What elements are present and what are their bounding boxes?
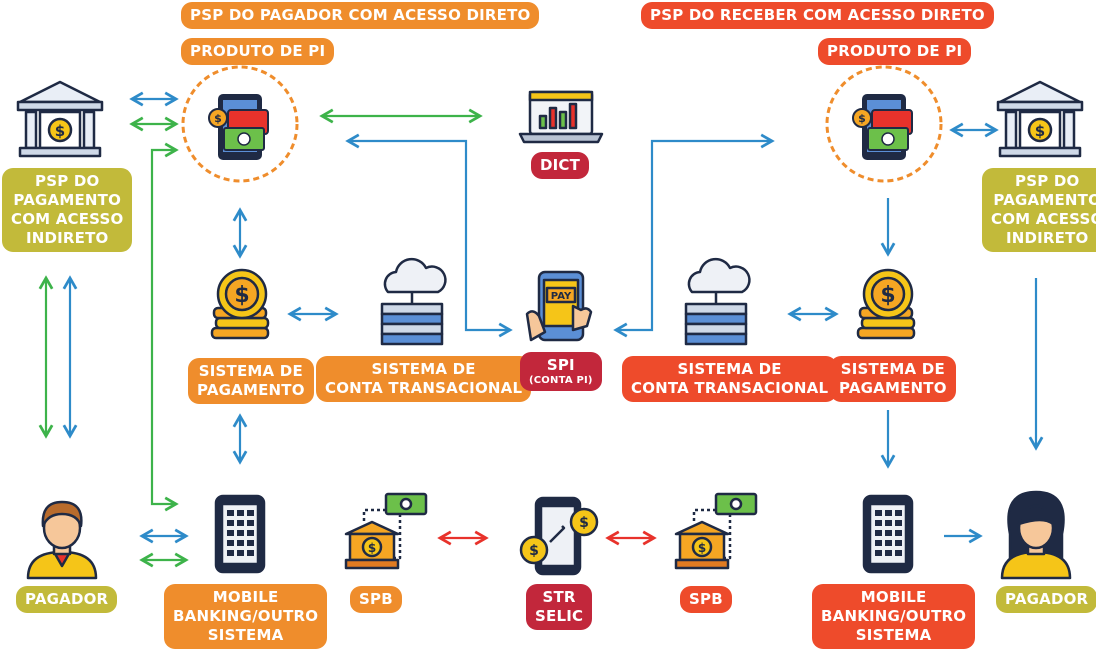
conta-left-line-1: SISTEMA DE [371,360,476,378]
arrow-product-spi [345,133,513,338]
spi-title: SPI [546,356,575,374]
psp-right-line-1: PSP DO [1015,172,1080,190]
server-cloud-icon [380,257,447,346]
mobile-right-line-1: MOBILE [860,588,927,606]
bank-money-icon: $ [674,492,758,570]
pay-phone-icon: PAY [525,270,593,342]
receiver-psp-title: PSP DO RECEBER COM ACESSO DIRETO [641,2,994,29]
pay-screen-text: PAY [551,291,572,302]
svg-text:$: $ [880,283,895,308]
psp-indireto-right-label: PSP DO PAGAMENTO COM ACESSO INDIRETO [982,168,1096,252]
pagador-right-label: PAGADOR [996,586,1096,613]
spb-right-label: SPB [680,586,732,613]
payment-app-icon: $ [825,65,943,183]
laptop-chart-icon [518,90,604,144]
mobile-banking-left-label: MOBILE BANKING/OUTRO SISTEMA [164,584,328,649]
arrow-spi-product-right [613,133,775,338]
spi-subtitle: (CONTA PI) [529,375,593,386]
payer-psp-title: PSP DO PAGADOR COM ACESSO DIRETO [181,2,540,29]
psp-left-line-3: COM ACESSO [11,210,124,228]
psp-right-line-4: INDIRETO [1005,229,1089,247]
bank-icon: $ [16,80,104,158]
psp-right-line-3: COM ACESSO [991,210,1096,228]
mobile-right-line-2: BANKING/OUTRO [821,607,967,625]
server-cloud-icon [684,257,751,346]
person-icon [1000,490,1072,580]
svg-text:$: $ [858,112,866,125]
spi-label: SPI (CONTA PI) [520,352,602,391]
payment-app-icon: $ [181,65,299,183]
sispag-right-line-2: PAGAMENTO [839,379,947,397]
conta-right-line-1: SISTEMA DE [677,360,782,378]
svg-text:$: $ [579,515,589,531]
arrows [38,91,1044,568]
conta-transacional-left-label: SISTEMA DE CONTA TRANSACIONAL [316,356,532,402]
psp-left-line-1: PSP DO [35,172,100,190]
coin-stack-icon: $ [210,268,270,340]
payer-product-label: PRODUTO DE PI [181,38,335,65]
mobile-left-line-2: BANKING/OUTRO [173,607,319,625]
psp-indireto-left-label: PSP DO PAGAMENTO COM ACESSO INDIRETO [2,168,133,252]
svg-text:$: $ [214,112,222,125]
selic-title: SELIC [535,607,584,625]
psp-left-line-4: INDIRETO [25,229,109,247]
svg-text:$: $ [698,541,706,555]
coin-stack-icon: $ [856,268,916,340]
mobile-left-line-1: MOBILE [212,588,279,606]
person-icon [26,500,98,580]
conta-right-line-2: CONTA TRANSACIONAL [631,379,829,397]
receiver-product-label: PRODUTO DE PI [818,38,972,65]
arrow-product-mobile-green [150,142,179,512]
dict-label: DICT [531,152,590,179]
psp-right-line-2: PAGAMENTO [993,191,1096,209]
mobile-keypad-icon [214,494,266,574]
sispag-right-line-1: SISTEMA DE [840,360,945,378]
spb-left-label: SPB [350,586,402,613]
svg-text:$: $ [55,122,65,140]
sistema-pagamento-left-label: SISTEMA DE PAGAMENTO [188,358,314,404]
svg-text:$: $ [1035,122,1045,140]
str-phone-coins-icon: $ $ [519,496,599,576]
sispag-left-line-1: SISTEMA DE [198,362,303,380]
bank-money-icon: $ [344,492,428,570]
mobile-keypad-icon [862,494,914,574]
svg-text:$: $ [234,283,249,308]
mobile-left-line-3: SISTEMA [207,626,284,644]
str-title: STR [542,588,576,606]
str-selic-label: STR SELIC [526,584,593,630]
bank-icon: $ [996,80,1084,158]
svg-text:$: $ [529,543,539,559]
mobile-right-line-3: SISTEMA [855,626,932,644]
mobile-banking-right-label: MOBILE BANKING/OUTRO SISTEMA [812,584,976,649]
conta-transacional-right-label: SISTEMA DE CONTA TRANSACIONAL [622,356,838,402]
conta-left-line-2: CONTA TRANSACIONAL [325,379,523,397]
sispag-left-line-2: PAGAMENTO [197,381,305,399]
pagador-left-label: PAGADOR [16,586,118,613]
psp-left-line-2: PAGAMENTO [13,191,122,209]
svg-text:$: $ [368,541,376,555]
sistema-pagamento-right-label: SISTEMA DE PAGAMENTO [830,356,956,402]
